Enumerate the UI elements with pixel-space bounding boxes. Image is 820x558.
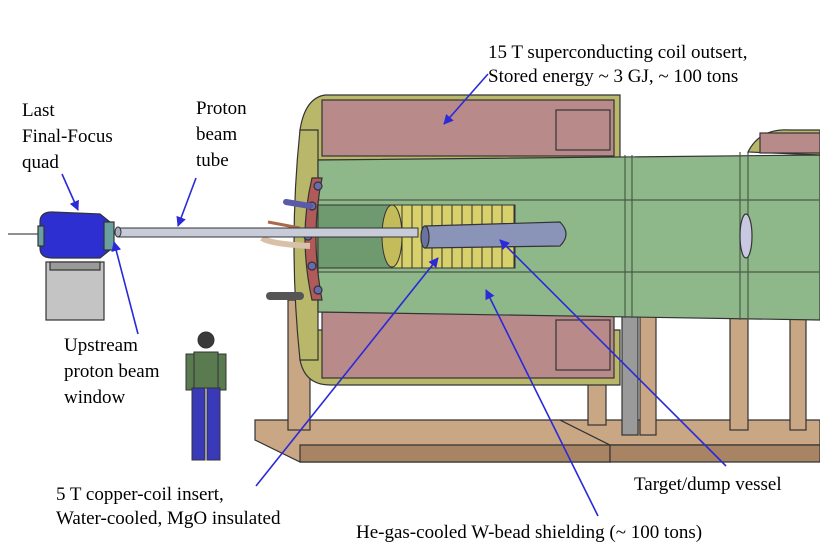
tube-label-line3: tube (196, 150, 229, 171)
window-label-line1: Upstream (64, 335, 138, 356)
tube-arrow (176, 177, 197, 227)
final-focus-quad (37, 211, 115, 321)
vessel-arrow (499, 239, 727, 467)
quad-label-line3: quad (22, 152, 59, 173)
outsert-arrow (443, 73, 489, 125)
window-arrow (111, 241, 139, 335)
annotation-arrows (61, 73, 727, 517)
support-stands (254, 299, 820, 463)
insert-arrow (255, 257, 439, 487)
target-vessel (420, 221, 567, 249)
tube-label-line1: Proton (196, 98, 247, 119)
shielding-arrow (485, 289, 599, 517)
upper-coil (321, 99, 615, 157)
quad-label-line1: Last (22, 100, 55, 121)
proton-beam-tube (114, 226, 419, 238)
human-figure (185, 331, 227, 461)
tube-label-line2: beam (196, 124, 238, 145)
shielding-label: He-gas-cooled W-bead shielding (~ 100 to… (356, 522, 703, 543)
outsert-label-line2: Stored energy ~ 3 GJ, ~ 100 tons (488, 66, 739, 87)
quad-arrow (61, 173, 79, 211)
outsert-label-line1: 15 T superconducting coil outsert, (488, 42, 748, 63)
shielding-body (317, 129, 820, 321)
lower-coil (321, 311, 615, 379)
insert-label-line1: 5 T copper-coil insert, (56, 484, 224, 505)
window-label-line2: proton beam (64, 361, 160, 382)
insert-label-line2: Water-cooled, MgO insulated (56, 508, 281, 529)
end-flange (260, 177, 323, 301)
quad-label-line2: Final-Focus (22, 126, 113, 147)
window-label-line3: window (64, 387, 126, 408)
vessel-label: Target/dump vessel (634, 474, 782, 495)
